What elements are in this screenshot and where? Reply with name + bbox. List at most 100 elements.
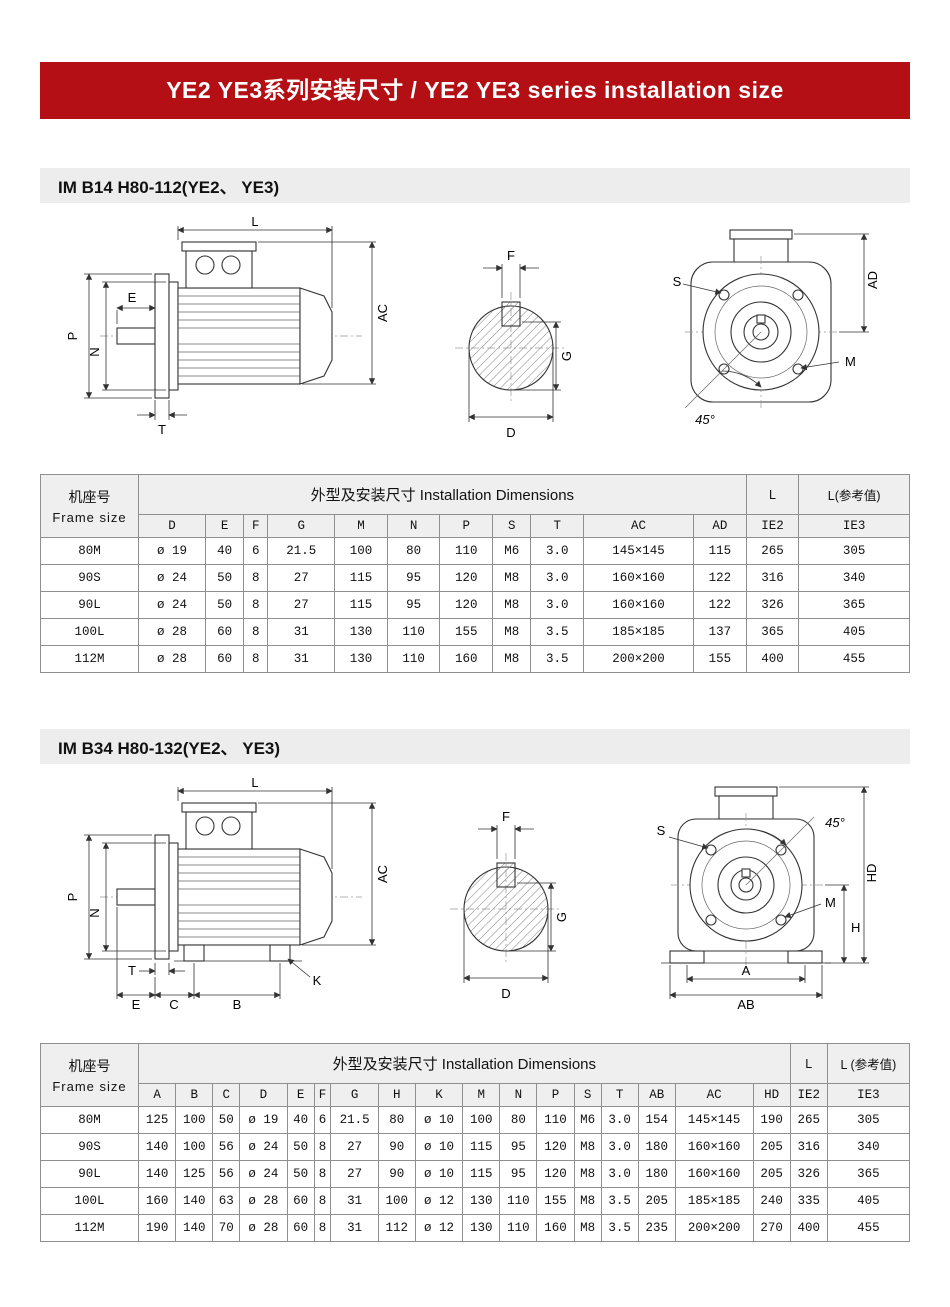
dim-label-e: E [132, 997, 141, 1012]
dimension-cell: ø 24 [239, 1160, 288, 1188]
dimension-cell: 326 [789, 1160, 828, 1188]
dimension-cell: ø 10 [414, 1160, 464, 1188]
column-header-m: M [334, 514, 388, 538]
dim-label-c: C [169, 997, 178, 1012]
dimension-cell: ø 24 [138, 564, 206, 592]
column-header-b: B [175, 1083, 214, 1107]
column-header-p: P [439, 514, 494, 538]
dimension-cell: 3.0 [600, 1106, 639, 1134]
l-reference-column-header: L (参考值) [826, 1043, 911, 1084]
dimension-cell: 265 [745, 537, 800, 565]
frame-size-cell: 100L [40, 618, 139, 646]
dimension-cell: 31 [267, 618, 336, 646]
dimension-cell: ø 24 [138, 591, 206, 619]
dimension-cell: 8 [243, 591, 269, 619]
dimension-cell: 3.5 [600, 1214, 639, 1242]
dimension-cell: 8 [313, 1214, 332, 1242]
dim-label-f: F [507, 248, 515, 263]
section-heading-b34: IM B34 H80-132(YE2、 YE3) [40, 729, 910, 764]
column-header-s: S [573, 1083, 602, 1107]
dim-label-p: P [65, 332, 80, 341]
dimension-cell: M8 [573, 1187, 602, 1215]
dimension-cell: 316 [789, 1133, 828, 1161]
dimension-cell: 8 [243, 564, 269, 592]
dimension-cell: 200×200 [674, 1214, 754, 1242]
dimension-cell: 8 [313, 1187, 332, 1215]
dimension-cell: 70 [212, 1214, 241, 1242]
motor-geometry [100, 802, 362, 962]
dim-label-d: D [501, 986, 510, 1001]
b34-drawings-row: L P N AC T E C B K [40, 775, 910, 1013]
dimension-cell: 56 [212, 1160, 241, 1188]
b14-front-view-drawing: S M AD 45° [673, 229, 880, 427]
frame-size-cell: 90L [40, 1160, 139, 1188]
dimension-cell: 3.5 [530, 618, 585, 646]
dimension-cell: 137 [693, 618, 747, 646]
dimension-cell: 154 [637, 1106, 676, 1134]
dimension-lines [467, 264, 561, 422]
dimension-cell: ø 28 [239, 1214, 288, 1242]
column-header-ab: AB [637, 1083, 676, 1107]
dimension-cell: M6 [573, 1106, 602, 1134]
dimension-cell: 160 [536, 1214, 575, 1242]
dim-label-ab: AB [737, 997, 754, 1012]
dimension-cell: 115 [334, 564, 388, 592]
dimension-cell: 140 [175, 1187, 214, 1215]
dimension-cell: M8 [573, 1133, 602, 1161]
dimension-cell: 130 [462, 1214, 501, 1242]
dimension-cell: 185×185 [583, 618, 695, 646]
dimension-cell: 270 [752, 1214, 791, 1242]
dim-label-b: B [233, 997, 242, 1012]
dim-label-a: A [742, 963, 751, 978]
dimension-cell: 455 [826, 1214, 911, 1242]
dimension-cell: M8 [492, 591, 532, 619]
dimension-cell: 335 [789, 1187, 828, 1215]
dimension-cell: 3.0 [530, 537, 585, 565]
dimension-cell: M6 [492, 537, 532, 565]
ie3-header: IE3 [798, 514, 910, 538]
dim-label-n: N [87, 908, 102, 917]
dim-label-d: D [506, 425, 515, 440]
column-header-hd: HD [752, 1083, 791, 1107]
dimension-cell: 100 [175, 1106, 214, 1134]
dimension-cell: ø 12 [414, 1187, 464, 1215]
dim-label-h: H [851, 920, 860, 935]
frame-size-cell: 90S [40, 564, 139, 592]
dimension-cell: 130 [462, 1187, 501, 1215]
b34-shaft-end-drawing: F G D [449, 809, 569, 1001]
column-header-a: A [137, 1083, 177, 1107]
dimension-cell: 455 [798, 645, 910, 673]
dimension-cell: 140 [137, 1133, 177, 1161]
dimension-cell: 60 [204, 618, 245, 646]
dimension-cell: 155 [536, 1187, 575, 1215]
dimension-cell: 27 [330, 1160, 379, 1188]
dimension-cell: 95 [386, 564, 441, 592]
b14-shaft-end-drawing: F G D [454, 248, 574, 440]
dimension-cell: 160×160 [674, 1133, 754, 1161]
column-header-s: S [492, 514, 532, 538]
dimension-cell: 40 [286, 1106, 315, 1134]
b34-side-view-drawing: L P N AC T E C B K [65, 775, 390, 1012]
dimension-cell: 160 [439, 645, 494, 673]
dimension-cell: 60 [204, 645, 245, 673]
dimension-cell: 190 [752, 1106, 791, 1134]
dimension-cell: 185×185 [674, 1187, 754, 1215]
l-column-header: L [745, 474, 800, 515]
dimension-cell: 3.0 [530, 564, 585, 592]
column-header-k: K [414, 1083, 464, 1107]
dimension-cell: 3.0 [600, 1133, 639, 1161]
frame-size-cell: 90S [40, 1133, 139, 1161]
dim-label-t: T [128, 963, 136, 978]
dimension-cell: 110 [499, 1214, 538, 1242]
dimension-cell: 122 [693, 591, 747, 619]
